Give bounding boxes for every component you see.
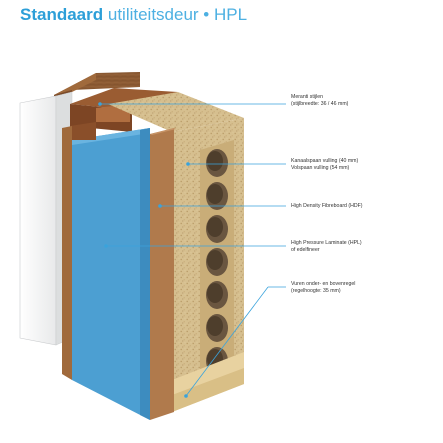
hdf-panel [150, 128, 176, 420]
bottom-rail [172, 352, 244, 412]
door-leaf-edge [62, 122, 96, 380]
leader-line-rail [185, 286, 269, 397]
label-hdf: High Density Fibreboard (HDF) [291, 203, 363, 210]
label-core-filling: Kanaalspaan vulling (40 mm) Volspaan vul… [291, 158, 358, 171]
leader-lines [98, 102, 286, 398]
chipboard-top [108, 92, 244, 132]
label-line: Vuren onder- en bovenregel [291, 281, 356, 287]
title-bold: Standaard [20, 5, 104, 24]
label-line: (stijlbreedte: 36 / 46 mm) [291, 100, 349, 107]
label-line: (regelhoogte: 35 mm) [291, 287, 341, 294]
label-line: Kanaalspaan vulling (40 mm) [291, 158, 359, 164]
hpl-face [72, 128, 150, 420]
label-rails: Vuren onder- en bovenregel (regelhoogte:… [291, 281, 355, 294]
label-line: Volspaan vulling (54 mm) [291, 164, 350, 171]
label-meranti-stijlen: Meranti stijlen (stijlbreedte: 36 / 46 m… [291, 94, 348, 107]
label-line: High Density Fibreboard (HDF) [291, 203, 363, 209]
label-hpl: High Pressure Laminate (HPL) of edelfine… [291, 240, 362, 253]
title-rest: utiliteitsdeur • HPL [107, 5, 248, 24]
chipboard-core [172, 118, 244, 412]
page-title: Standaard utiliteitsdeur • HPL [20, 4, 247, 26]
tube-channels [206, 149, 228, 375]
label-line: High Pressure Laminate (HPL) [291, 240, 362, 246]
label-line: of edelfineer [291, 246, 320, 253]
label-line: Meranti stijlen [291, 94, 324, 100]
